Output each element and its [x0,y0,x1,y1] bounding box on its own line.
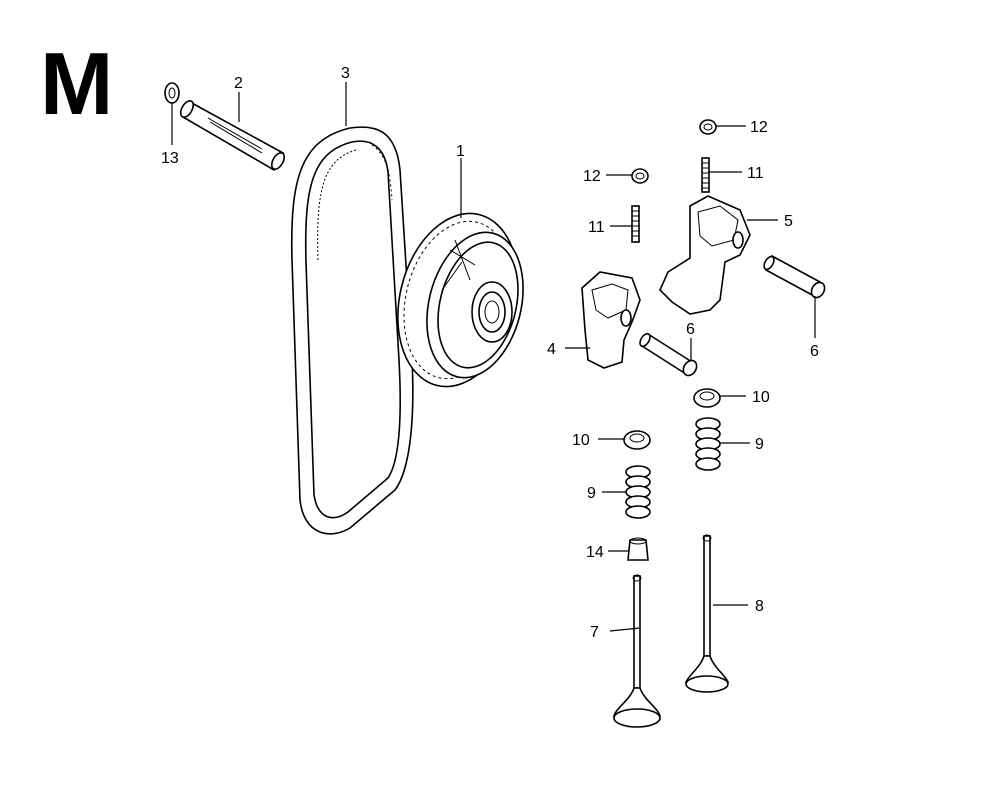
leader-lines [171,82,816,632]
part-3-timing-belt [290,126,414,535]
part-4-rocker-arm [581,271,641,369]
part-9-valve-spring-right [695,417,721,471]
callout-11-lower: 11 [588,219,605,236]
part-11-adjusting-screw-lower [631,205,640,243]
callout-12-lower: 12 [583,168,601,185]
callout-9-left: 9 [587,485,596,502]
callout-11-upper: 11 [747,165,764,182]
part-1-cam-pulley [397,212,524,388]
part-8-valve [684,534,730,693]
part-12-nut-upper [699,119,717,135]
part-5-rocker-arm [659,195,751,315]
part-10-spring-retainer-right [693,388,721,408]
part-14-stem-seal [627,537,649,561]
callout-2: 2 [234,75,243,92]
callout-9-right: 9 [755,436,764,453]
part-6-rocker-shaft-right [763,254,826,299]
part-13-washer [164,82,180,104]
part-10-spring-retainer-left [623,430,651,450]
callout-3: 3 [341,65,350,82]
part-11-adjusting-screw-upper [701,157,710,193]
callout-labels: 1 2 3 4 5 6 6 7 8 9 9 10 10 11 11 12 12 … [161,65,819,641]
callout-6-right: 6 [810,343,819,360]
callout-6-left: 6 [686,321,695,338]
callout-12-upper: 12 [750,119,768,136]
callout-10-left: 10 [572,432,590,449]
callout-13: 13 [161,150,179,167]
callout-4: 4 [547,341,556,358]
callout-8: 8 [755,598,764,615]
callout-5: 5 [784,213,793,230]
part-2-shaft [179,100,286,172]
part-9-valve-spring-left [625,465,651,519]
callout-10-right: 10 [752,389,770,406]
callout-14: 14 [586,544,604,561]
section-letter: M [40,34,114,133]
part-7-valve [612,574,662,728]
part-12-nut-lower [631,168,649,184]
callout-7: 7 [590,624,599,641]
part-6-rocker-shaft-left [639,332,698,377]
callout-1: 1 [456,143,465,160]
